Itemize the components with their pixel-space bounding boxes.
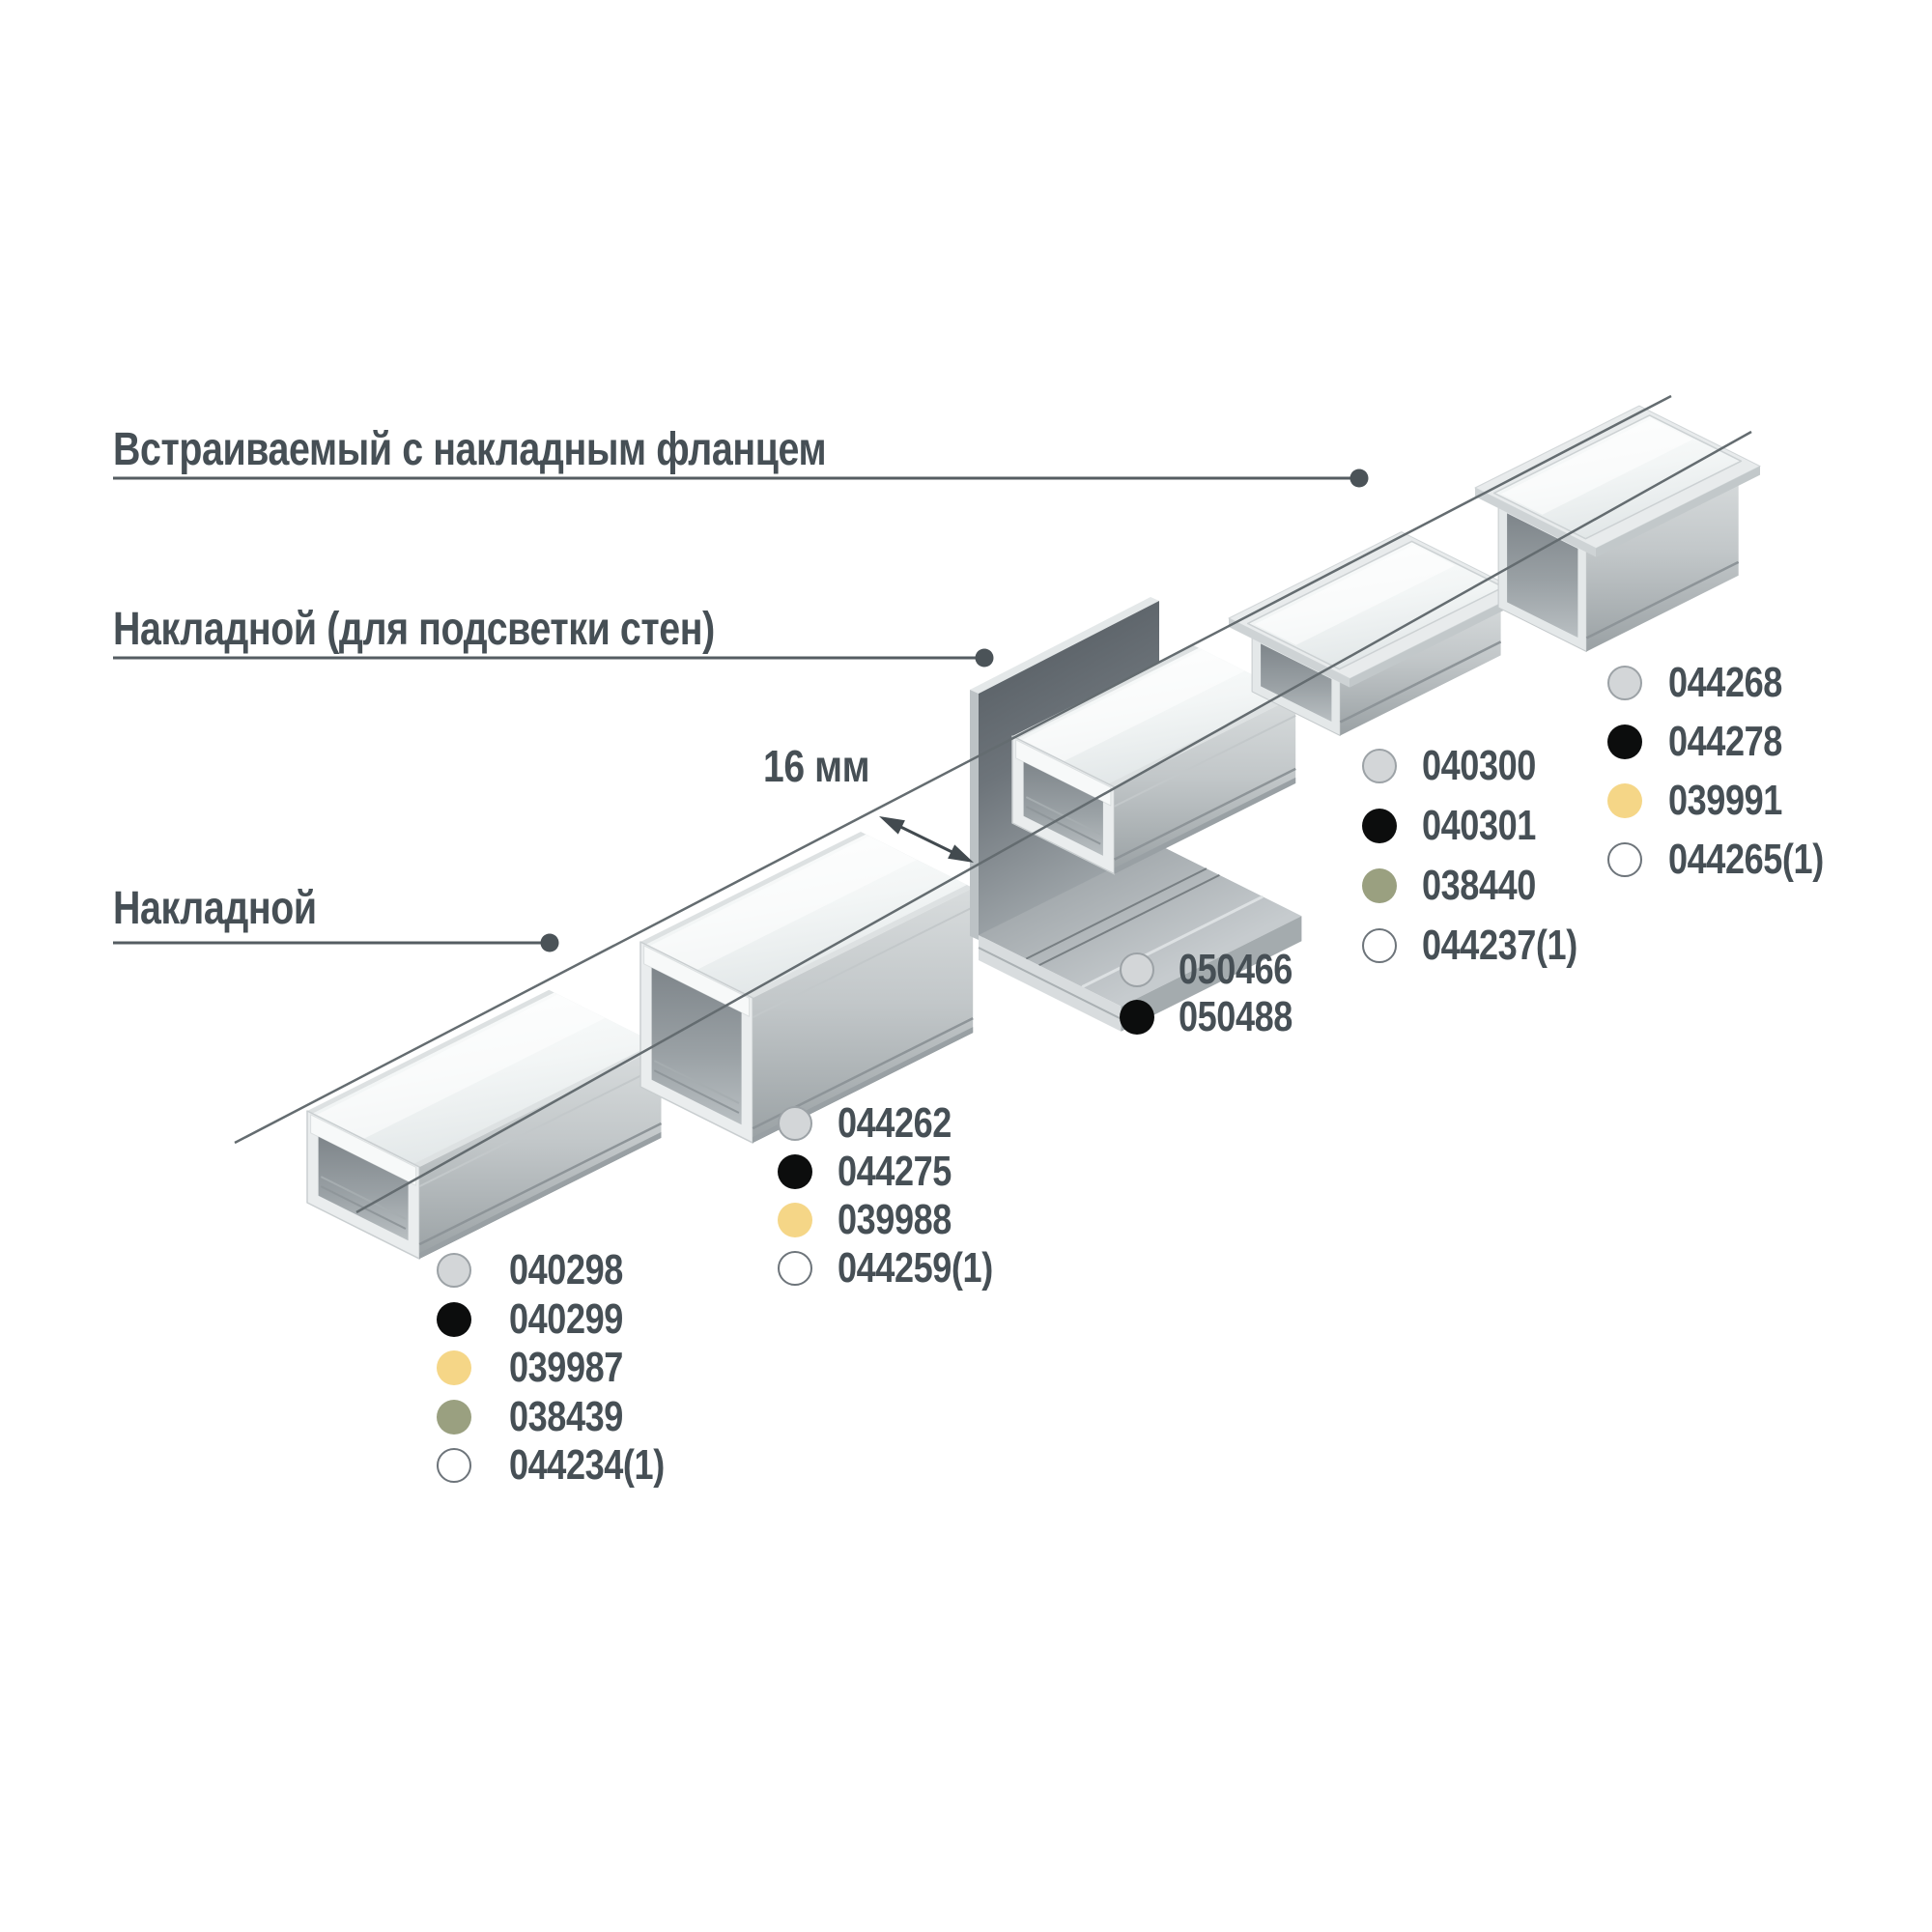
category-label-surface: Накладной [113, 883, 317, 934]
product-code: 038439 [509, 1392, 623, 1440]
product-code-row: 050466 [1120, 946, 1318, 993]
color-swatch-white [778, 1251, 812, 1286]
color-swatch-yellow [1607, 782, 1642, 818]
color-swatch-yellow [437, 1350, 471, 1386]
color-swatch-gray [778, 1106, 812, 1141]
code-group-recessed: 040300 040301 038440 044237(1) [1362, 736, 1611, 976]
color-swatch-white [437, 1448, 471, 1484]
color-swatch-gray [437, 1253, 471, 1289]
color-swatch-white [1607, 841, 1642, 877]
color-swatch-black [778, 1154, 812, 1189]
category-label-surface-wall: Накладной (для подсветки стен) [113, 604, 715, 655]
product-code-row: 038440 [1362, 856, 1611, 916]
product-code: 044237(1) [1422, 922, 1577, 969]
product-code: 039988 [838, 1196, 952, 1243]
product-code: 044259(1) [838, 1244, 993, 1292]
product-code-row: 039988 [778, 1196, 1027, 1244]
color-swatch-black [437, 1301, 471, 1337]
product-code-row: 039987 [437, 1344, 698, 1393]
product-code-row: 044262 [778, 1099, 1027, 1148]
product-code-row: 044234(1) [437, 1441, 698, 1491]
product-code-row: 044265(1) [1607, 830, 1858, 889]
color-swatch-black [1362, 809, 1397, 843]
color-swatch-olive [1362, 868, 1397, 903]
product-code: 044275 [838, 1148, 952, 1195]
annotation-lines [113, 394, 1752, 1214]
product-code-row: 044237(1) [1362, 916, 1611, 976]
product-code: 040299 [509, 1294, 623, 1343]
product-code-row: 039991 [1607, 771, 1858, 830]
product-code: 050466 [1179, 945, 1293, 993]
product-code-row: 040301 [1362, 796, 1611, 856]
color-swatch-black [1607, 724, 1642, 759]
product-code-row: 044278 [1607, 712, 1858, 771]
product-code: 044234(1) [509, 1441, 665, 1490]
product-code-row: 050488 [1120, 993, 1318, 1040]
product-code: 040298 [509, 1246, 623, 1294]
product-code-row: 044259(1) [778, 1244, 1027, 1293]
product-code: 039987 [509, 1344, 623, 1392]
product-code: 044278 [1668, 717, 1782, 765]
color-swatch-olive [437, 1399, 471, 1435]
product-code-row: 040299 [437, 1295, 698, 1345]
profile-renderings [306, 405, 1761, 1260]
code-group-recessed-flange: 044268 044278 039991 044265(1) [1607, 653, 1858, 889]
color-swatch-gray [1607, 665, 1642, 700]
product-code-row: 040298 [437, 1246, 698, 1295]
product-code: 038440 [1422, 862, 1536, 909]
product-code: 039991 [1668, 776, 1782, 824]
product-code: 044262 [838, 1099, 952, 1147]
product-code-row: 044275 [778, 1148, 1027, 1196]
product-code: 040301 [1422, 802, 1536, 849]
dimension-label: 16 мм [763, 741, 870, 791]
color-swatch-black [1120, 999, 1154, 1035]
product-code: 050488 [1179, 992, 1293, 1040]
color-swatch-gray [1120, 952, 1154, 987]
product-code-row: 040300 [1362, 736, 1611, 796]
color-swatch-gray [1362, 749, 1397, 783]
category-label-recessed-flange: Встраиваемый с накладным фланцем [113, 424, 827, 475]
color-swatch-white [1362, 928, 1397, 963]
product-code-row: 038439 [437, 1393, 698, 1442]
product-code-row: 044268 [1607, 653, 1858, 712]
product-code: 044265(1) [1668, 835, 1824, 883]
product-code: 044268 [1668, 658, 1782, 706]
product-code: 040300 [1422, 742, 1536, 789]
color-swatch-yellow [778, 1203, 812, 1237]
